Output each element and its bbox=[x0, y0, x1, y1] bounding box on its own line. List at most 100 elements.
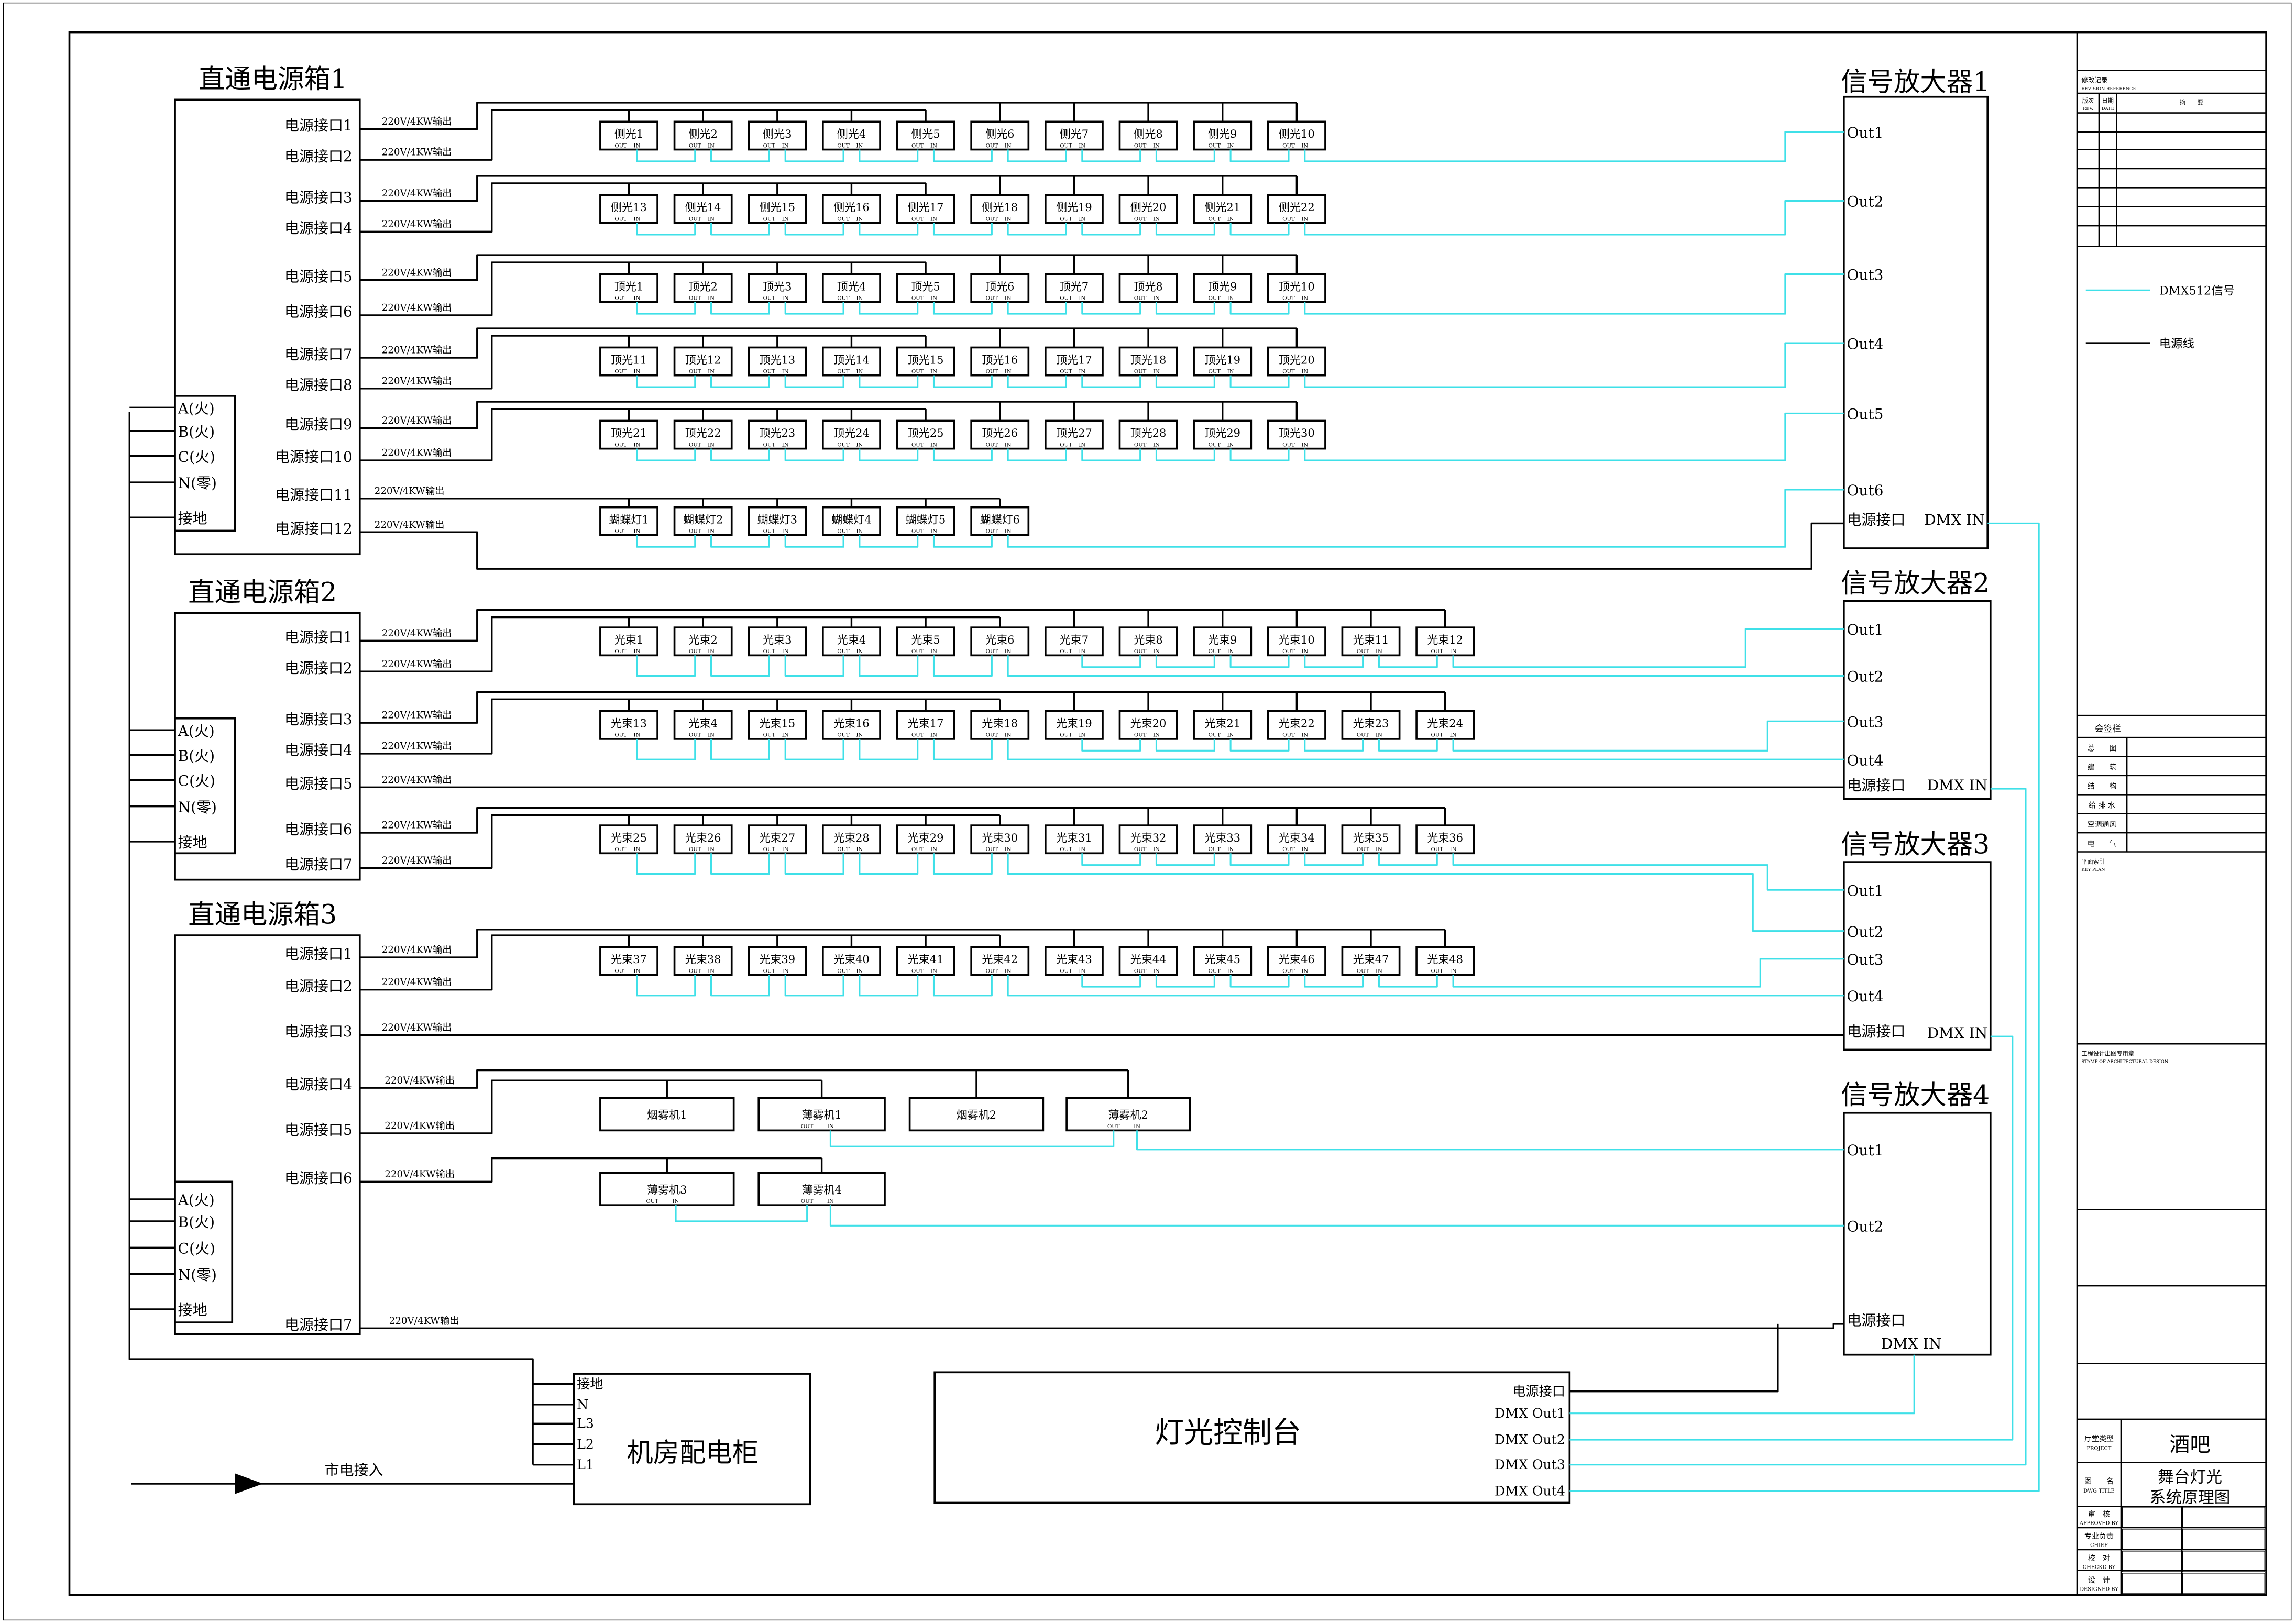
fixture-box[interactable] bbox=[1267, 419, 1326, 450]
fixture-box[interactable] bbox=[1341, 946, 1401, 976]
fixture-box[interactable] bbox=[1267, 273, 1326, 303]
fixture-box[interactable] bbox=[1415, 626, 1475, 657]
fixture-box[interactable] bbox=[599, 273, 658, 303]
fixture-box[interactable] bbox=[1118, 946, 1178, 976]
fixture-box[interactable] bbox=[1044, 194, 1104, 224]
fixture-box[interactable] bbox=[599, 120, 658, 151]
fixture-box[interactable] bbox=[599, 626, 658, 657]
fixture-box[interactable] bbox=[1193, 824, 1253, 855]
fixture-box[interactable] bbox=[673, 824, 733, 855]
fixture-box[interactable] bbox=[673, 506, 733, 536]
fixture-box[interactable] bbox=[748, 273, 807, 303]
fixture-box[interactable] bbox=[822, 419, 881, 450]
fixture-box[interactable] bbox=[1267, 194, 1326, 224]
fixture-box[interactable] bbox=[673, 346, 733, 377]
fixture-box[interactable] bbox=[822, 120, 881, 151]
fixture-box[interactable] bbox=[748, 419, 807, 450]
fixture-box[interactable] bbox=[673, 194, 733, 224]
fixture-box[interactable] bbox=[970, 710, 1030, 740]
fixture-box[interactable] bbox=[970, 120, 1030, 151]
fixture-box[interactable] bbox=[822, 346, 881, 377]
fixture-box[interactable] bbox=[1044, 120, 1104, 151]
fixture-box[interactable] bbox=[822, 506, 881, 536]
fixture-box[interactable] bbox=[1044, 346, 1104, 377]
fixture-box[interactable] bbox=[599, 710, 658, 740]
fixture-box[interactable] bbox=[1044, 273, 1104, 303]
fixture-box[interactable] bbox=[673, 419, 733, 450]
fixture-box[interactable] bbox=[599, 419, 658, 450]
fixture-box[interactable] bbox=[970, 273, 1030, 303]
signature-name-field[interactable] bbox=[2122, 1507, 2182, 1528]
fog-machine-box[interactable] bbox=[599, 1097, 735, 1132]
signature-name-field[interactable] bbox=[2122, 1551, 2182, 1572]
fixture-box[interactable] bbox=[673, 120, 733, 151]
fixture-box[interactable] bbox=[673, 273, 733, 303]
signature-date-field[interactable] bbox=[2182, 1507, 2265, 1528]
fog-machine[interactable]: 烟雾机2 bbox=[908, 1097, 1045, 1132]
fixture-box[interactable] bbox=[970, 626, 1030, 657]
fixture-box[interactable] bbox=[1118, 419, 1178, 450]
fixture-box[interactable] bbox=[1267, 626, 1326, 657]
fixture-box[interactable] bbox=[896, 273, 955, 303]
fixture-box[interactable] bbox=[1118, 626, 1178, 657]
fixture-box[interactable] bbox=[599, 346, 658, 377]
fixture-box[interactable] bbox=[970, 946, 1030, 976]
fog-machine-box[interactable] bbox=[599, 1172, 735, 1206]
fixture-box[interactable] bbox=[1118, 194, 1178, 224]
signature-name-field[interactable] bbox=[2122, 1529, 2182, 1550]
fixture-box[interactable] bbox=[1193, 626, 1253, 657]
fixture-box[interactable] bbox=[748, 626, 807, 657]
